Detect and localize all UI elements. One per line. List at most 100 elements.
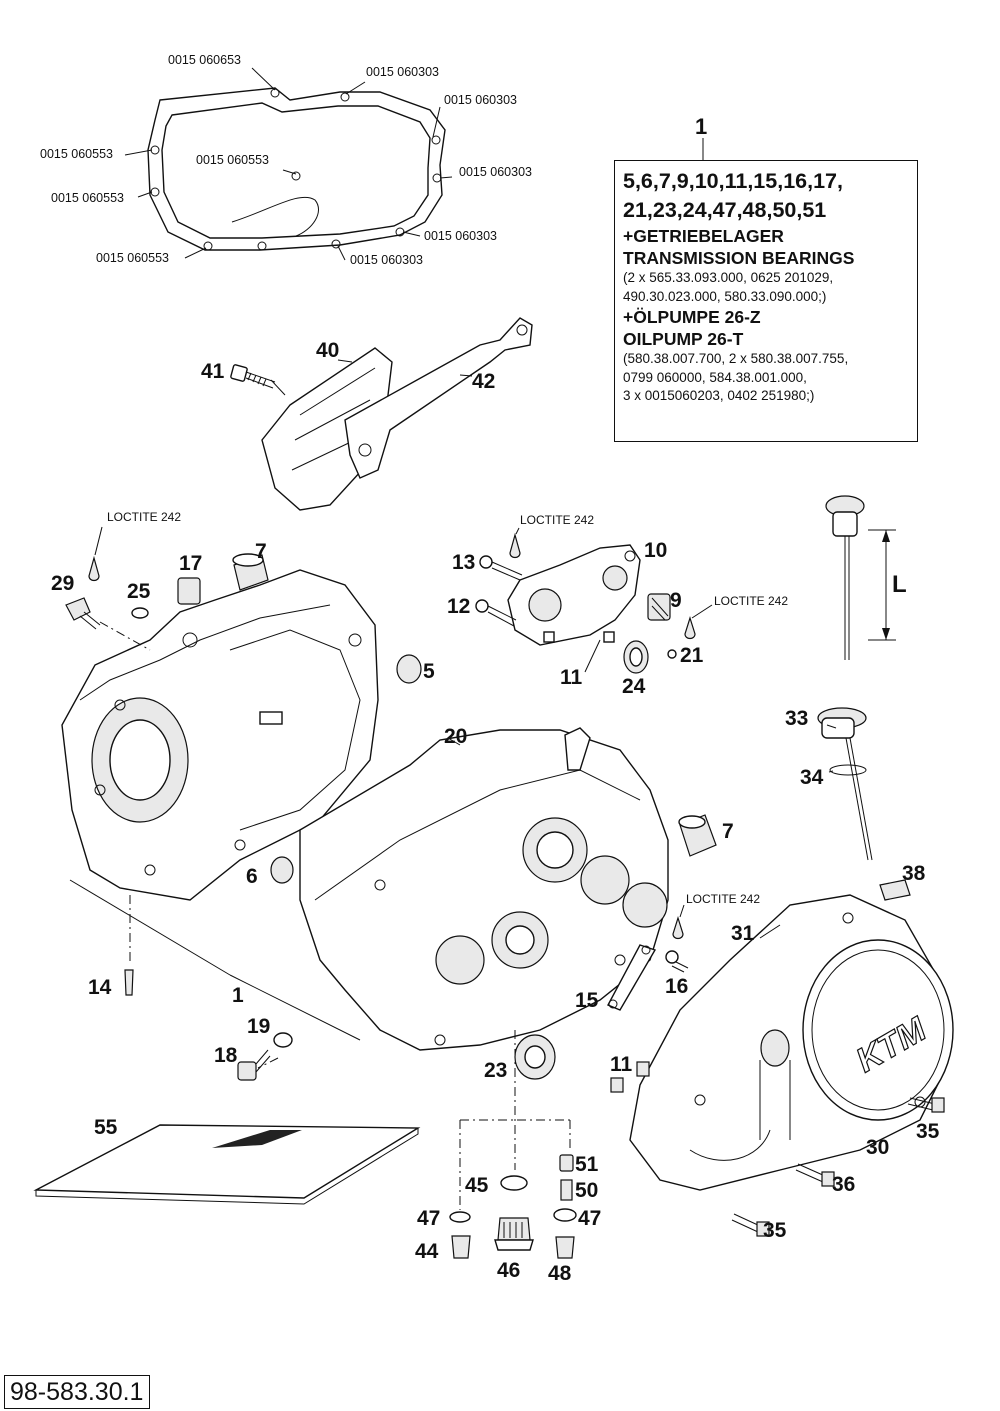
bearings-heading-de: +GETRIEBELAGER [623, 226, 784, 246]
part-number-34: 34 [800, 766, 824, 789]
part-number-35: 35 [763, 1219, 787, 1242]
dipstick-L [825, 495, 865, 660]
oilpump-list: 0799 060000, 584.38.001.000, [623, 369, 807, 385]
loctite-label: LOCTITE 242 [686, 892, 760, 906]
part-number-46: 46 [497, 1259, 520, 1282]
gasket-label: 0015 060553 [51, 191, 124, 205]
pins-11-lower [610, 1061, 650, 1093]
oilpump-heading-de: +ÖLPUMPE 26-Z [623, 307, 761, 327]
part-number-47: 47 [578, 1207, 601, 1230]
part-number-12: 12 [447, 595, 470, 618]
plug-51 [559, 1154, 574, 1172]
bolt-12 [475, 599, 517, 627]
chain-guide-bracket [261, 317, 533, 511]
gasket-label: 0015 060553 [96, 251, 169, 265]
pins-11-upper [543, 631, 615, 643]
gasket-label: 0015 060303 [366, 65, 439, 79]
part-number-21: 21 [680, 644, 704, 667]
loctite-drop [672, 915, 684, 940]
bushing-7-top [232, 553, 269, 591]
bracket-38 [879, 879, 911, 901]
oil-screen-46 [494, 1217, 534, 1251]
screw-16 [665, 950, 689, 973]
part-number-42: 42 [472, 370, 495, 393]
plug-44 [451, 1235, 471, 1259]
bushing-5 [396, 654, 422, 684]
washer-25 [131, 607, 149, 619]
left-crankcase-half [61, 569, 379, 901]
bearing-17 [177, 577, 201, 605]
part-number-35: 35 [916, 1120, 940, 1143]
part-number-44: 44 [415, 1240, 439, 1263]
bushing-6 [270, 856, 294, 884]
screw-35-top [907, 1097, 945, 1113]
loctite-label: LOCTITE 242 [520, 513, 594, 527]
dimension-label: L [892, 571, 907, 598]
part-number-15: 15 [575, 989, 599, 1012]
clutch-cover [629, 894, 954, 1191]
bolt-13 [479, 555, 523, 581]
part-number-50: 50 [575, 1179, 598, 1202]
bearings-list: (2 x 565.33.093.000, 0625 201029, [623, 270, 834, 285]
included-parts-line: 5,6,7,9,10,11,15,16,17, [623, 169, 843, 193]
gasket-label: 0015 060303 [459, 165, 532, 179]
part-number-51: 51 [575, 1153, 599, 1176]
loctite-label: LOCTITE 242 [714, 594, 788, 608]
screw-21 [667, 649, 677, 659]
washer-19 [273, 1032, 293, 1048]
lock-plate-15 [607, 944, 657, 1011]
spring-50 [560, 1179, 573, 1201]
gasket-label: 0015 060303 [444, 93, 517, 107]
part-number-11: 11 [610, 1053, 633, 1076]
part-number-45: 45 [465, 1174, 489, 1197]
washer-47-left [449, 1211, 471, 1223]
screw-18 [237, 1049, 271, 1081]
part-number-30: 30 [866, 1136, 889, 1159]
assembly-bracket-line [229, 974, 361, 1041]
part-number-48: 48 [548, 1262, 572, 1285]
plug-29 [65, 597, 101, 630]
parts-info-box: 5,6,7,9,10,11,15,16,17, 21,23,24,47,48,5… [614, 160, 918, 442]
bushing-7-right [678, 814, 717, 857]
part-number-33: 33 [785, 707, 808, 730]
part-number-13: 13 [452, 551, 475, 574]
oring-45 [500, 1175, 528, 1191]
gasket-label: 0015 060303 [350, 253, 423, 267]
oil-pump-cover [507, 544, 641, 646]
part-number-47: 47 [417, 1207, 440, 1230]
loctite-drop [88, 555, 100, 582]
part-number-40: 40 [316, 339, 339, 362]
loctite-label: LOCTITE 242 [107, 510, 181, 524]
bearing-9 [647, 593, 671, 621]
loctite-drop [684, 615, 696, 640]
part-number-19: 19 [247, 1015, 270, 1038]
part-number-14: 14 [88, 976, 112, 999]
washer-47-right [553, 1208, 577, 1222]
gasket-label: 0015 060553 [196, 153, 269, 167]
assembly-axis-lines [99, 621, 571, 1210]
screw-36 [795, 1163, 835, 1187]
part-number-25: 25 [127, 580, 151, 603]
part-number-38: 38 [902, 862, 926, 885]
part-number-9: 9 [670, 589, 682, 612]
screw-14 [124, 969, 134, 996]
bearings-heading-en: TRANSMISSION BEARINGS [623, 248, 855, 268]
part-number-41: 41 [201, 360, 225, 383]
part-number-11: 11 [560, 666, 583, 689]
part-number-23: 23 [484, 1059, 507, 1082]
gasket-set-booklet [33, 1124, 421, 1205]
part-number-17: 17 [179, 552, 202, 575]
right-crankcase-half [299, 727, 669, 1051]
info-box-number: 1 [695, 114, 707, 139]
plug-48 [555, 1236, 575, 1259]
part-number-18: 18 [214, 1044, 238, 1067]
oil-filler-plug [817, 707, 873, 861]
included-parts-line: 21,23,24,47,48,50,51 [623, 198, 827, 222]
part-number-10: 10 [644, 539, 667, 562]
leader-lines [94, 359, 837, 939]
bearing-23 [514, 1034, 556, 1080]
assembly-bracket-line [69, 879, 231, 976]
crankcase-gasket [147, 87, 446, 251]
part-number-7: 7 [255, 540, 267, 563]
